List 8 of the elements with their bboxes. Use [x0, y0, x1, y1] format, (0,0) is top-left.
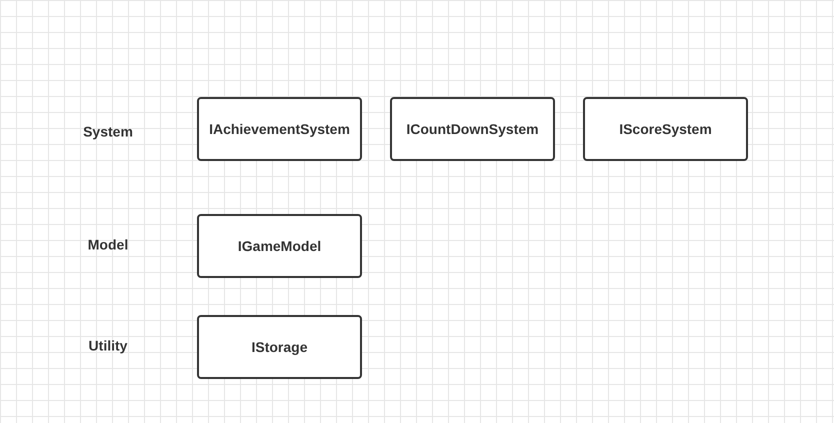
- interface-box: IGameModel: [197, 214, 362, 278]
- row-label: Model: [86, 236, 130, 254]
- interface-box: IAchievementSystem: [197, 97, 362, 161]
- interface-box: IStorage: [197, 315, 362, 379]
- row-label: Utility: [88, 336, 128, 356]
- row-label: System: [82, 122, 134, 142]
- interface-box: ICountDownSystem: [390, 97, 555, 161]
- interface-box: IScoreSystem: [583, 97, 748, 161]
